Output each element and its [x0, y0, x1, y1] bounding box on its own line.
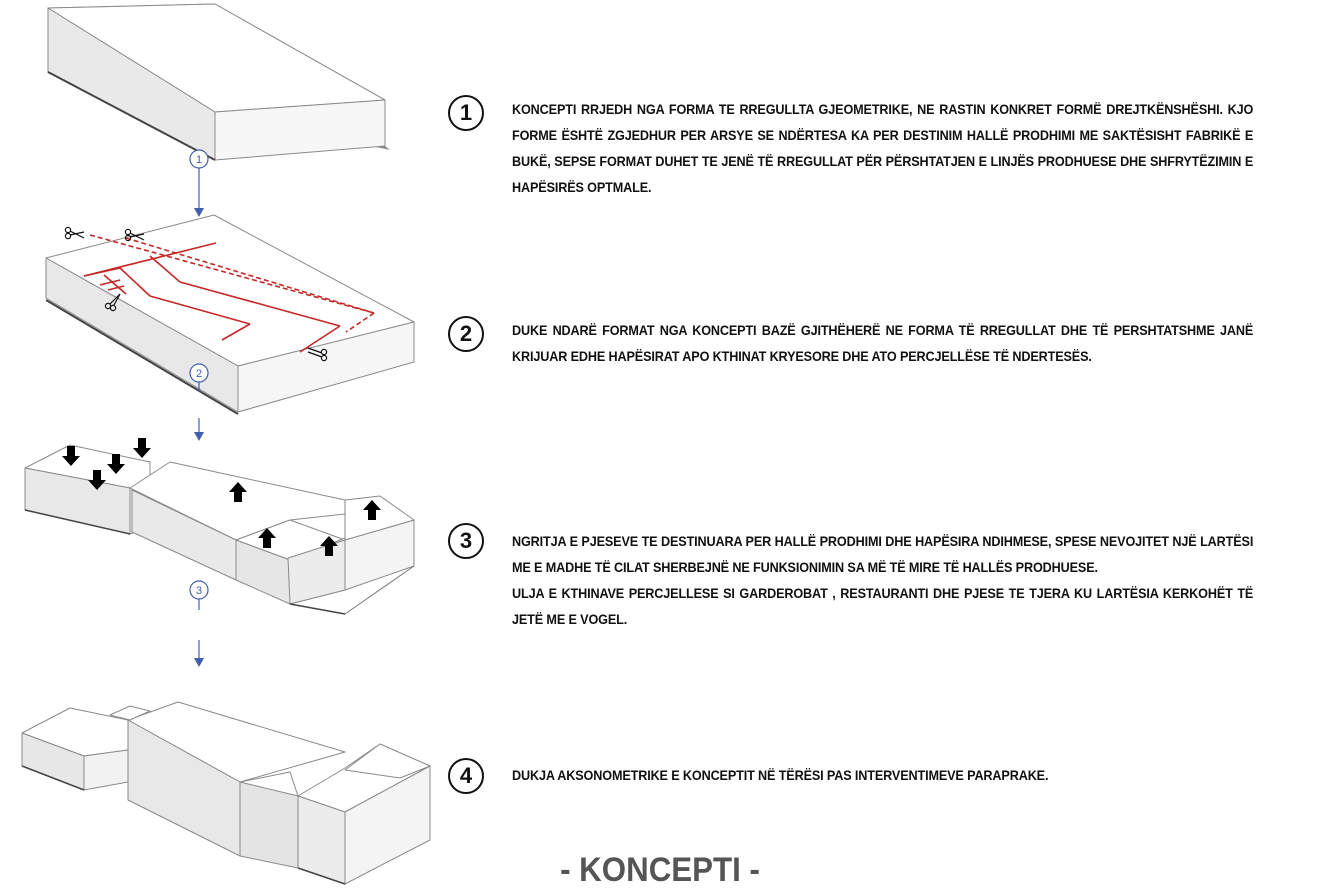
- arrow-up-icon: [229, 482, 247, 502]
- step-description-2: DUKE NDARË FORMAT NGA KONCEPTI BAZË GJIT…: [512, 318, 1253, 370]
- step-number-3: 3: [448, 523, 484, 559]
- cut-lines: [83, 234, 375, 353]
- flow-arrow-label-2: 2: [196, 368, 202, 380]
- slab-block-1: [47, 3, 390, 161]
- arrow-down-icon: [88, 470, 106, 490]
- arrow-up-icon: [258, 528, 276, 548]
- step-description-1: KONCEPTI RRJEDH NGA FORMA TE RREGULLTA G…: [512, 97, 1253, 201]
- page-title: - KONCEPTI -: [560, 851, 760, 889]
- flow-arrow-label-3: 3: [196, 585, 202, 597]
- step-2-paragraph: DUKE NDARË FORMAT NGA KONCEPTI BAZË GJIT…: [512, 323, 1254, 364]
- step-description-3: NGRITJA E PJESEVE TE DESTINUARA PER HALL…: [512, 529, 1253, 633]
- slab-block-2-cut: [45, 214, 415, 415]
- flow-arrow-2: [189, 363, 209, 441]
- flow-arrow-1: [189, 149, 209, 217]
- step-1-paragraph: KONCEPTI RRJEDH NGA FORMA TE RREGULLTA G…: [512, 102, 1254, 195]
- step-3-paragraph-1: NGRITJA E PJESEVE TE DESTINUARA PER HALL…: [512, 534, 1254, 575]
- arrow-up-icon: [320, 536, 338, 556]
- step-3-paragraph-2: ULJA E KTHINAVE PERCJELLESE SI GARDEROBA…: [512, 586, 1254, 627]
- flow-arrow-3: [189, 580, 209, 667]
- scissors-icon: [307, 347, 328, 362]
- arrow-down-icon: [107, 454, 125, 474]
- scissors-icon: [104, 293, 121, 312]
- step-number-1: 1: [448, 95, 484, 131]
- scissors-icon: [124, 228, 145, 242]
- scissors-icon: [64, 226, 85, 240]
- step-number-2: 2: [448, 316, 484, 352]
- step-number-4: 4: [448, 758, 484, 794]
- final-axonometric-volume: [21, 701, 431, 885]
- step-4-paragraph: DUKJA AKSONOMETRIKE E KONCEPTIT NË TËRËS…: [512, 768, 1049, 783]
- step-description-4: DUKJA AKSONOMETRIKE E KONCEPTIT NË TËRËS…: [512, 763, 1253, 789]
- arrow-down-icon: [133, 438, 151, 458]
- flow-arrow-label-1: 1: [196, 154, 202, 166]
- slab-block-3-pieces: [24, 444, 415, 615]
- arrow-down-icon: [62, 446, 80, 466]
- arrow-up-icon: [363, 500, 381, 520]
